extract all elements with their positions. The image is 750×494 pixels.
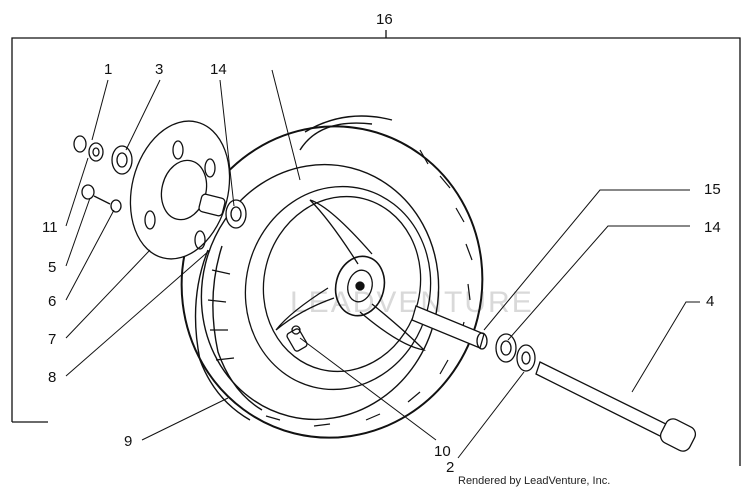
callout-4: 4 — [706, 293, 714, 310]
watermark-text: LEADVENTURE — [290, 286, 534, 319]
callout-labels: 16 1 3 14 11 5 6 7 8 9 10 15 14 4 2 — [42, 11, 721, 476]
oil-seal — [516, 344, 536, 372]
callout-2: 2 — [446, 459, 454, 476]
callout-9: 9 — [124, 433, 132, 450]
axle-nut-washer — [73, 135, 104, 162]
axle-shaft — [535, 361, 697, 452]
callout-8: 8 — [48, 369, 56, 386]
callout-15: 15 — [704, 181, 721, 198]
callout-3: 3 — [155, 61, 163, 78]
callout-10: 10 — [434, 443, 451, 460]
bolt-washer — [81, 184, 122, 213]
callout-11: 11 — [42, 219, 58, 236]
callout-16: 16 — [376, 11, 393, 28]
spacer-tube — [411, 305, 488, 350]
callout-7: 7 — [48, 331, 56, 348]
brake-plate — [129, 120, 231, 260]
valve-stem — [286, 325, 308, 352]
callout-14-left: 14 — [210, 61, 227, 78]
leader-lines — [65, 69, 700, 459]
assembly-bracket — [11, 30, 741, 466]
callout-6: 6 — [48, 293, 56, 310]
right-bearing — [495, 333, 517, 363]
spacer-bushing — [111, 145, 133, 175]
left-bearing — [198, 193, 247, 229]
callout-5: 5 — [48, 259, 56, 276]
credit-text: Rendered by LeadVenture, Inc. — [458, 475, 610, 487]
callout-14-right: 14 — [704, 219, 721, 236]
callout-1: 1 — [104, 61, 112, 78]
